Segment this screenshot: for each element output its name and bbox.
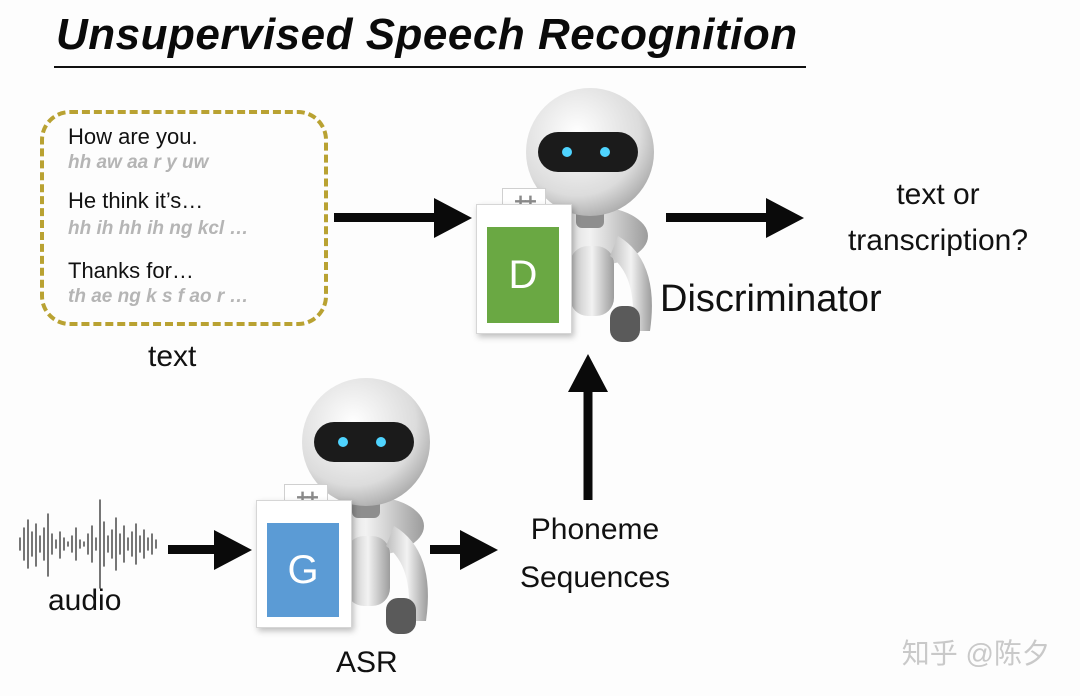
phoneme-line-1: Phoneme [530,513,660,546]
discriminator-label: Discriminator [660,278,882,320]
arrow-audio-to-generator [168,530,252,570]
audio-label: audio [48,584,122,617]
discriminator-card: D [476,204,572,334]
arrow-discriminator-to-output [666,198,804,238]
text-phonemes-1: hh aw aa r y uw [68,152,209,173]
text-phonemes-3: th ae ng k s f ao r … [68,286,249,307]
diagram-title: Unsupervised Speech Recognition [56,10,798,59]
arrow-text-to-discriminator [334,198,472,238]
title-underline [54,66,806,68]
text-phonemes-2: hh ih hh ih ng kcl … [68,218,249,239]
text-sentence-2: He think it’s… [68,188,204,213]
output-line-2: transcription? [847,224,1029,257]
generator-card: G [256,500,352,628]
discriminator-card-face: D [487,227,559,323]
text-examples-box: How are you. hh aw aa r y uw He think it… [40,110,328,326]
text-sentence-3: Thanks for… [68,258,194,283]
asr-label: ASR [336,646,398,679]
arrow-phonemes-to-discriminator [568,354,608,500]
watermark: 知乎 @陈夕 [901,638,1050,669]
phoneme-sequences-label: Phoneme Sequences [500,506,690,602]
generator-robot-icon [302,378,430,634]
output-line-1: text or [896,178,980,211]
generator-card-face: G [267,523,339,617]
text-sentence-1: How are you. [68,124,198,149]
text-label: text [148,340,197,373]
arrow-generator-to-phonemes [430,530,498,570]
audio-waveform-icon [19,499,157,589]
phoneme-line-2: Sequences [519,561,671,594]
output-question-label: text or transcription? [826,172,1050,264]
